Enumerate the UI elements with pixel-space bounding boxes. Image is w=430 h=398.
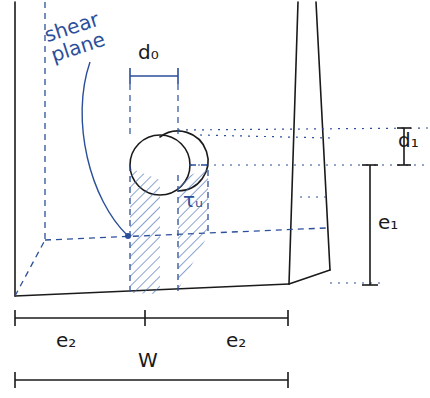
edge-distance-label: e₂ [56, 330, 76, 351]
edge-dimension-label: d₁ [398, 130, 419, 151]
end-distance-label: e₁ [378, 212, 398, 233]
width-label: W [138, 350, 158, 371]
shear-plane-label: shear plane [42, 7, 112, 65]
edge-distance-label: e₂ [226, 330, 246, 351]
hole-diameter-label: d₀ [138, 42, 159, 63]
shear-stress-label: τᵤ [183, 190, 203, 211]
